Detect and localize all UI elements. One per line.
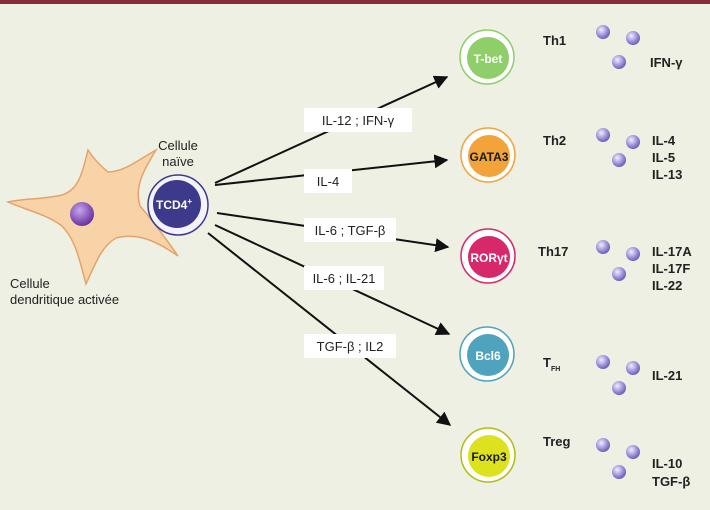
cytokine-label: TGF-β (652, 474, 690, 489)
cell-core (467, 334, 509, 376)
cytokine-label: IL-17A (652, 244, 692, 259)
stimulus-label: TGF-β ; IL2 (317, 339, 384, 354)
cell-core (468, 236, 510, 278)
cytokine-dot (612, 153, 626, 167)
subset-label: Th2 (543, 133, 566, 148)
naive-tcd4-cell: TCD4+ (147, 174, 209, 236)
stimulus-label: IL-4 (317, 174, 339, 189)
pathway-th1: IL-12 ; IFN-γ T-bet Th1 IFN-γ (214, 25, 683, 184)
cell-core (468, 435, 510, 477)
pathway-th17: IL-6 ; TGF-β RORγt Th17 IL-17A IL-17F IL… (216, 212, 692, 293)
pathway-treg: TGF-β ; IL2 Foxp3 Treg IL-10 TGF-β (207, 232, 690, 489)
dendritic-cell-label-line2: dendritique activée (10, 292, 119, 307)
pathway-tfh: IL-6 ; IL-21 Bcl6 TFH IL-21 (214, 224, 682, 395)
cytokine-label: IL-13 (652, 167, 682, 182)
stimulus-label-box (304, 334, 396, 358)
naive-cell-label-line2: naïve (162, 154, 194, 169)
cytokine-dot (626, 445, 640, 459)
stimulus-label: IL-6 ; IL-21 (313, 271, 376, 286)
stimulus-label: IL-12 ; IFN-γ (322, 113, 395, 128)
cytokine-dot (612, 55, 626, 69)
cytokine-dot (612, 465, 626, 479)
cytokine-dot (596, 240, 610, 254)
top-accent-bar (0, 0, 710, 4)
pathways-group: IL-12 ; IFN-γ T-bet Th1 IFN-γ IL-4 GATA3… (207, 25, 692, 489)
stimulus-label: IL-6 ; TGF-β (315, 223, 386, 238)
cytokine-label: IFN-γ (650, 55, 683, 70)
subset-label: Th1 (543, 33, 566, 48)
cytokine-dot (596, 355, 610, 369)
cytokine-label: IL-4 (652, 133, 676, 148)
cytokine-dot (596, 438, 610, 452)
naive-cell-marker: TCD4+ (156, 197, 192, 212)
subset-label: Treg (543, 434, 571, 449)
dendritic-cell (5, 147, 179, 287)
subset-label: TFH (543, 355, 560, 373)
naive-cell-label-line1: Cellule (158, 138, 198, 153)
cytokine-dot (596, 128, 610, 142)
cytokine-dot (626, 247, 640, 261)
cell-core (467, 37, 509, 79)
cytokine-dot (626, 31, 640, 45)
cytokine-label: IL-17F (652, 261, 690, 276)
pathway-arrow (207, 232, 452, 426)
cell-core (468, 135, 510, 177)
stimulus-label-box (304, 266, 384, 290)
cytokine-dot (612, 381, 626, 395)
transcription-factor-label: Bcl6 (475, 349, 501, 363)
dendritic-cell-nucleus (70, 202, 94, 226)
stimulus-label-box (304, 108, 412, 132)
transcription-factor-label: RORγt (470, 251, 507, 265)
stimulus-label-box (304, 218, 396, 242)
cytokine-dot (626, 135, 640, 149)
dendritic-cell-label-line1: Cellule (10, 276, 50, 291)
cytokine-label: IL-22 (652, 278, 682, 293)
cytokine-dot (612, 267, 626, 281)
transcription-factor-label: T-bet (474, 52, 503, 66)
pathway-th2: IL-4 GATA3 Th2 IL-4 IL-5 IL-13 (214, 127, 682, 193)
subset-label: Th17 (538, 244, 568, 259)
cytokine-label: IL-21 (652, 368, 682, 383)
cytokine-dot (596, 25, 610, 39)
transcription-factor-label: GATA3 (470, 150, 509, 164)
cytokine-dot (626, 361, 640, 375)
transcription-factor-label: Foxp3 (471, 450, 507, 464)
naive-cell-core (153, 180, 201, 228)
cytokine-label: IL-10 (652, 456, 682, 471)
cytokine-label: IL-5 (652, 150, 675, 165)
stimulus-label-box (304, 169, 352, 193)
